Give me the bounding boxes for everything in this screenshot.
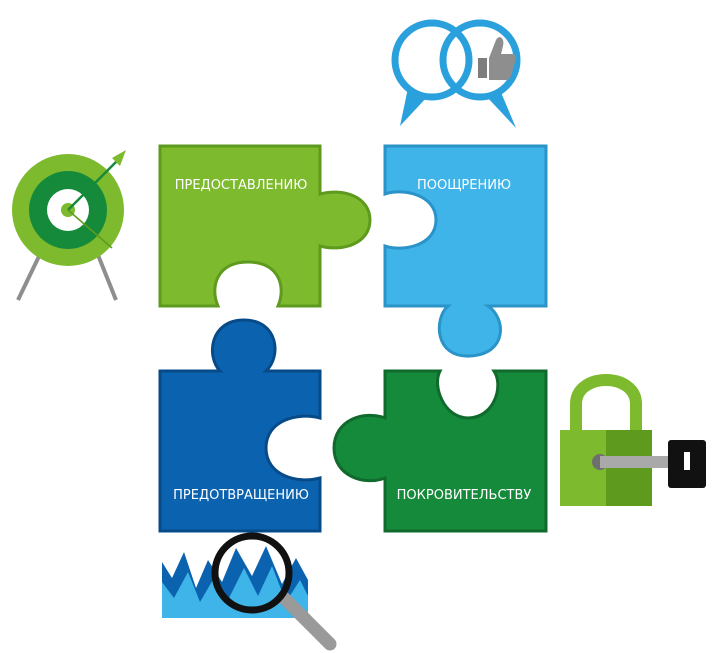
piece-top-right-label: ПООЩРЕНИЮ: [417, 178, 511, 193]
piece-bottom-right-label: ПОКРОВИТЕЛЬСТВУ: [397, 488, 532, 503]
target-icon: [12, 150, 126, 301]
piece-bottom-right: ПОКРОВИТЕЛЬСТВУ: [332, 369, 548, 533]
piece-bottom-right-shape: [332, 369, 548, 533]
piece-top-left-label: ПРЕДОСТАВЛЕНИЮ: [175, 178, 308, 193]
piece-bottom-left-shape: [158, 318, 322, 533]
piece-top-right-shape: [383, 144, 548, 358]
piece-top-right: ПООЩРЕНИЮ: [383, 144, 548, 358]
speech-bubbles-thumbs-up-icon: [391, 19, 521, 128]
piece-bottom-left: ПРЕДОТВРАЩЕНИЮ: [158, 318, 322, 533]
padlock-key-icon: [560, 374, 706, 506]
piece-top-left-shape: [158, 144, 372, 308]
thumbs-up-icon: [478, 37, 516, 80]
magnifier-chart-icon: [162, 532, 337, 651]
piece-top-left: ПРЕДОСТАВЛЕНИЮ: [158, 144, 372, 308]
piece-bottom-left-label: ПРЕДОТВРАЩЕНИЮ: [173, 488, 309, 503]
